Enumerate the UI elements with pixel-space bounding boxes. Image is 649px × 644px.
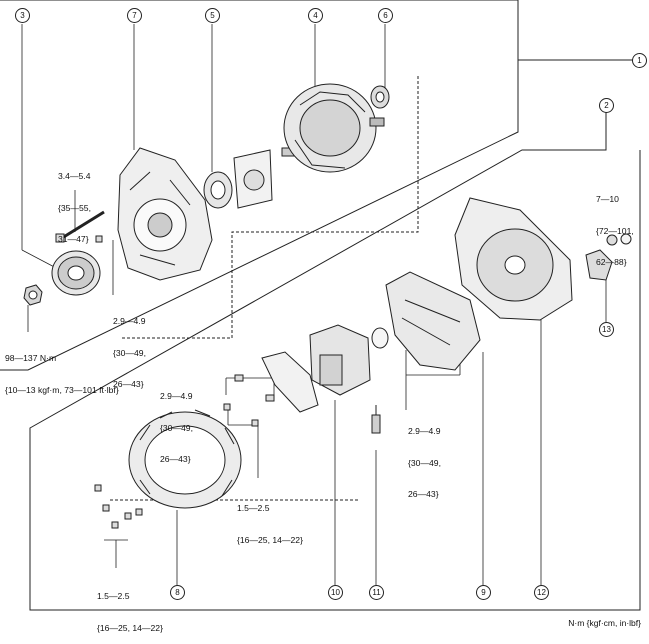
torque-line: {35—55,: [58, 202, 91, 213]
torque-line: {30—49,: [408, 457, 441, 468]
stator-screws: [94, 484, 143, 529]
torque-label: 2.9—4.9 {30—49, 26—43}: [160, 370, 193, 475]
callout-11: 11: [369, 585, 384, 600]
frame-group-1: [0, 0, 640, 61]
torque-label: 3.4—5.4 {35—55, 31—47}: [58, 150, 91, 255]
torque-line: {30—49,: [160, 422, 193, 433]
rotor: [281, 83, 385, 173]
pulley-nut: [23, 284, 43, 306]
rear-bearing: [370, 85, 390, 109]
voltage-regulator: [261, 324, 371, 413]
unit-note: N·m {kgf·cm, in·lbf}: [568, 618, 641, 628]
torque-line: {72—101,: [596, 225, 634, 236]
torque-line: 26—43}: [408, 489, 439, 499]
callout-5: 5: [205, 8, 220, 23]
callout-2: 2: [599, 98, 614, 113]
rectifier-insulator: [371, 327, 389, 349]
torque-label: 98—137 N·m {10—13 kgf·m, 73—101 ft·lbf}: [5, 332, 119, 406]
regulator-screws: [223, 374, 275, 427]
torque-line: 3.4—5.4: [58, 171, 91, 181]
torque-line: 2.9—4.9: [408, 426, 441, 436]
callout-7: 7: [127, 8, 142, 23]
callout-13: 13: [599, 322, 614, 337]
torque-line: 31—47}: [58, 234, 89, 244]
torque-line: 26—43}: [113, 379, 144, 389]
callout-3: 3: [15, 8, 30, 23]
torque-line: 62—88}: [596, 257, 627, 267]
stator: [128, 409, 242, 509]
bearing: [203, 171, 233, 209]
rear-housing: [454, 197, 573, 321]
pulley: [51, 250, 101, 296]
brush: [371, 405, 381, 434]
torque-line: {16—25, 14—22}: [237, 534, 303, 545]
torque-label: 2.9—4.9 {30—49, 26—43}: [408, 405, 441, 510]
callout-1: 1: [632, 53, 647, 68]
callout-6: 6: [378, 8, 393, 23]
torque-line: {16—25, 14—22}: [97, 622, 163, 633]
torque-label: 1.5—2.5 {16—25, 14—22}: [97, 570, 163, 644]
torque-label: 1.5—2.5 {16—25, 14—22}: [237, 482, 303, 556]
torque-line: 2.9—4.9: [113, 316, 146, 326]
torque-line: 98—137 N·m: [5, 353, 57, 363]
callout-8: 8: [170, 585, 185, 600]
torque-line: 2.9—4.9: [160, 391, 193, 401]
torque-line: 1.5—2.5: [237, 503, 270, 513]
torque-label: 7—10 {72—101, 62—88}: [596, 173, 634, 278]
callout-9: 9: [476, 585, 491, 600]
torque-line: 1.5—2.5: [97, 591, 130, 601]
rectifier: [385, 271, 481, 371]
torque-line: {30—49,: [113, 347, 146, 358]
through-bolt: [55, 210, 105, 243]
torque-line: 7—10: [596, 194, 619, 204]
callout-12: 12: [534, 585, 549, 600]
front-housing: [117, 147, 213, 281]
callout-4: 4: [308, 8, 323, 23]
terminal: [585, 233, 632, 281]
torque-line: 26—43}: [160, 454, 191, 464]
torque-line: {10—13 kgf·m, 73—101 ft·lbf}: [5, 384, 119, 395]
callout-10: 10: [328, 585, 343, 600]
retainer-plate: [233, 149, 273, 209]
torque-label: 2.9—4.9 {30—49, 26—43}: [113, 295, 146, 400]
